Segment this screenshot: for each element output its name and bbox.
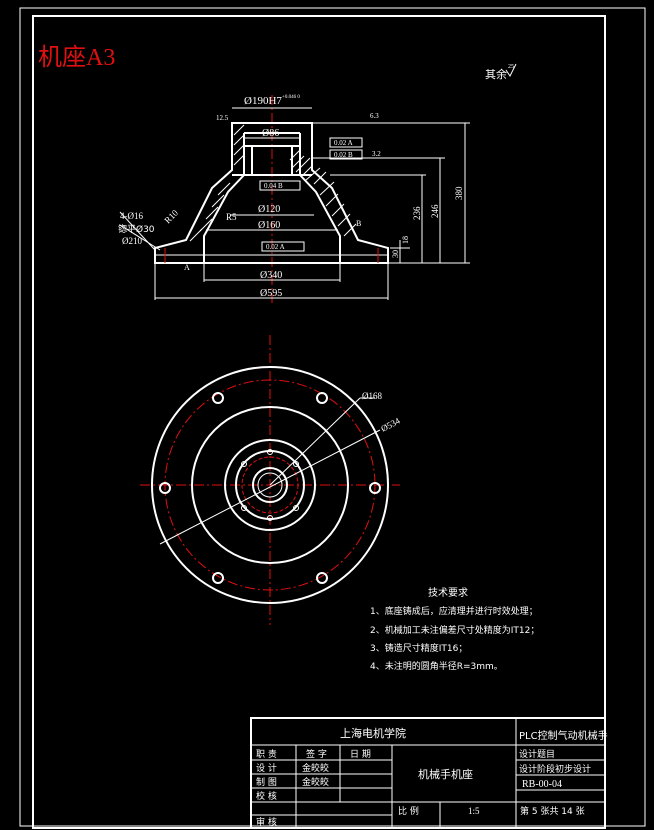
tb-part-name: 机械手机座 <box>418 767 473 781</box>
tech-requirements: 技术要求 1、底座铸成后，应清理并进行时效处理； 2、机械加工未注偏差尺寸处精度… <box>370 586 539 672</box>
tech-item: 2、机械加工未注偏差尺寸处精度为IT12； <box>370 624 539 636</box>
plan-bore-outer <box>235 450 305 520</box>
tb-scale-value: 1:5 <box>468 806 480 816</box>
plan-bore-inner <box>257 472 283 498</box>
rough-b: 6.3 <box>370 112 379 120</box>
bolt-hole <box>316 392 328 404</box>
roughness-note-text: 其余 <box>485 67 507 81</box>
bolt-hole <box>369 482 381 494</box>
dim-holes: 4-Ø16 <box>120 211 143 221</box>
plan-bore <box>252 467 288 503</box>
tech-item: 1、底座铸成后，应清理并进行时效处理； <box>370 605 538 617</box>
tb-sheet-info: 第 5 张共 14 张 <box>520 805 585 817</box>
tb-header-date: 日 期 <box>350 749 371 760</box>
tb-header-role: 职 责 <box>256 748 277 760</box>
gdt-1: 0.02 A <box>334 139 353 147</box>
bolt-hole <box>316 572 328 584</box>
plan-inner-circle <box>224 439 316 531</box>
dim-d595: Ø595 <box>260 288 282 299</box>
dim-246: 246 <box>430 204 440 218</box>
tb-name: 金皎皎 <box>302 776 329 788</box>
plan-view <box>140 335 400 625</box>
outer-border <box>19 7 646 827</box>
dim-d160: Ø160 <box>258 220 280 231</box>
tech-item: 3、铸造尺寸精度IT16； <box>370 642 467 654</box>
section-inner-profile <box>203 133 341 263</box>
title-block <box>250 717 606 829</box>
inner-border <box>32 15 606 829</box>
tb-role: 审 核 <box>256 816 277 828</box>
dim-30: 30 <box>391 250 400 258</box>
section-hatching <box>189 124 357 242</box>
plan-mid-circle <box>191 406 349 564</box>
dim-d168: Ø168 <box>362 391 382 401</box>
bolt-hole <box>212 572 224 584</box>
datum-b: B <box>356 219 361 228</box>
dim-18: 18 <box>401 236 410 244</box>
dim-d190: Ø190H7 <box>244 95 282 107</box>
title-project: PLC控制气动机械手 <box>519 729 608 742</box>
datum-a: A <box>184 263 190 272</box>
tb-scale-label: 比 例 <box>398 805 419 817</box>
sheet-title-tag: 机座A3 <box>38 44 115 71</box>
gdt-3: 0.04 B <box>264 182 283 190</box>
dim-d120: Ø120 <box>258 204 280 215</box>
tech-item: 4、未注明的圆角半径R=3mm。 <box>370 660 503 672</box>
gdt-2: 0.02 B <box>334 151 353 159</box>
dim-380: 380 <box>454 186 464 200</box>
dim-r5: R5 <box>226 212 237 222</box>
tb-role: 校 核 <box>256 790 277 802</box>
dim-d534: Ø534 <box>379 415 402 433</box>
roughness-symbol-icon <box>505 63 517 77</box>
tb-design-stage: 设计阶段初步设计 <box>519 763 591 775</box>
leader-d168 <box>269 397 361 486</box>
plan-bolt-holes <box>159 392 381 584</box>
rough-a: 12.5 <box>216 114 229 122</box>
bolt-hole <box>159 482 171 494</box>
plan-bolt-circle <box>164 379 376 591</box>
tb-header-sign: 签 字 <box>306 748 327 760</box>
dim-d86: Ø86 <box>262 128 279 139</box>
dim-d190-tol: +0.046 0 <box>282 95 300 100</box>
tb-drawing-no: RB-00-04 <box>522 779 562 790</box>
tb-role: 制 图 <box>256 776 277 788</box>
section-dimension-lines <box>119 107 470 300</box>
roughness-note-value: 25 <box>508 64 514 70</box>
title-school: 上海电机学院 <box>340 726 406 740</box>
gdt-frames <box>259 137 363 252</box>
plan-bore-pcd <box>241 456 299 514</box>
plan-small-holes <box>241 449 299 521</box>
dim-d340: Ø340 <box>260 270 282 281</box>
bolt-hole <box>212 392 224 404</box>
dim-d210: Ø210 <box>122 236 142 246</box>
gdt-4: 0.02 A <box>266 243 285 251</box>
tech-heading: 技术要求 <box>428 586 468 599</box>
dim-spotface: 锪平Ø30 <box>118 223 155 235</box>
leader-d534 <box>159 429 381 545</box>
tb-design-topic: 设计题目 <box>519 748 555 760</box>
plan-outer-circle <box>151 366 389 604</box>
dim-r10: R10 <box>162 207 180 225</box>
general-roughness-note: 其余 25 <box>485 63 517 81</box>
rough-c: 3.2 <box>372 150 381 158</box>
dim-236: 236 <box>412 206 422 220</box>
tb-name: 金皎皎 <box>302 762 329 774</box>
tb-role: 设 计 <box>256 762 277 774</box>
